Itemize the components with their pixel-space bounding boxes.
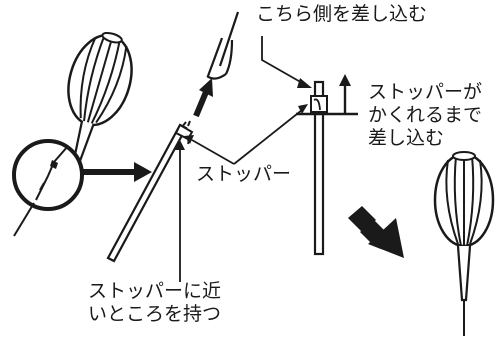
blower-bulb-icon: [433, 151, 495, 336]
nozzle-fork-icon: [206, 11, 240, 80]
until-hidden-line-3: 差し込む: [368, 127, 445, 149]
nozzle-tube-line: [13, 202, 35, 237]
direction-arrow-icon: [193, 78, 213, 118]
large-down-arrow-icon: [348, 206, 404, 258]
hold-near-stopper-label: ストッパーに近 いところを持つ: [88, 280, 221, 326]
insert-pointer-line: [261, 36, 305, 85]
insert-this-side-label: こちら側を差し込む: [256, 3, 428, 25]
hold-line-2: いところを持つ: [88, 303, 222, 325]
inserted-stick-icon: [296, 80, 358, 256]
zoom-arrow-head: [134, 162, 152, 182]
nozzle-stick-icon: [106, 121, 194, 263]
until-hidden-line-2: かくれるまで: [368, 104, 483, 126]
circle-magnifier-icon: [12, 139, 84, 211]
stopper-pointer-left: [191, 139, 235, 165]
stopper-pointer-right: [233, 109, 303, 165]
until-hidden-line-1: ストッパーが: [368, 81, 483, 103]
hold-line-1: ストッパーに近: [88, 280, 222, 302]
insert-until-hidden-label: ストッパーが かくれるまで 差し込む: [368, 81, 482, 150]
up-arrow-head: [339, 74, 351, 86]
stopper-label: ストッパー: [196, 163, 292, 185]
